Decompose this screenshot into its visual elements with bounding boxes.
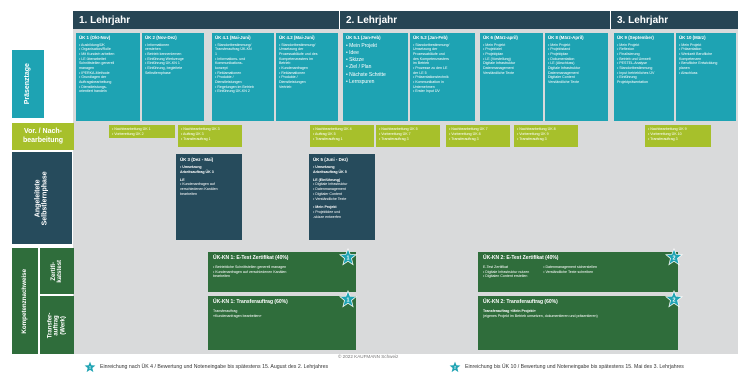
star-badge-icon: 1 [339,248,357,266]
star-badge-icon: 1 [84,361,96,373]
year-header-2: 2. Lehrjahr [340,11,610,29]
row-label-kompetenznachweise: Kompetenznachweise [12,248,38,354]
row-label-transferauftrag: Transfer- auftrag (Werk) [40,296,74,354]
uk-block-title: ÜK 4.2 (Mai-Juni) [279,35,315,40]
footnote-1-text: Einreichung nach ÜK 4 / Bewertung und No… [100,364,329,370]
star-badge-icon: 2 [665,248,683,266]
uk-block-title: ÜK 9 (September) [617,35,654,40]
kn-block-title: ÜK-KN 2: E-Test Zertifikat (40%) [483,255,559,261]
vn-block-2: • Nachbearbeitung ÜK 3• Auftrag ÜK 3• Tr… [178,125,242,147]
kn-block-title: ÜK-KN 1: Transferauftrag (60%) [213,299,288,305]
year-header-1: 1. Lehrjahr [73,11,339,29]
vn-block-7: • Nachbearbeitung ÜK 9• Vorbereitung ÜK … [645,125,711,147]
kn1-etest-block: ÜK-KN 1: E-Test Zertifikat (40%) • Betri… [208,252,356,292]
vn-block-5: • Nachbearbeitung ÜK 7• Vorbereitung ÜK … [446,125,510,147]
kn-block-title: ÜK-KN 1: E-Test Zertifikat (40%) [213,255,289,261]
svg-text:1: 1 [89,366,91,370]
svg-text:2: 2 [673,297,676,303]
svg-text:1: 1 [347,255,350,261]
vn-block-1: • Nachbearbeitung ÜK 1• Vorbereitung ÜK … [109,125,175,138]
uk-block-6: ÜK 6 (März-april) • Mein Projekt • Proje… [480,33,543,121]
uk-block-8: ÜK 8 (März-April) • Mein Projekt • Proje… [545,33,608,121]
row-label-praesenztage: Präsenztage [12,50,44,118]
uk-block-5-1: ÜK 5.1 (Jan-Feb) • Mein Projekt • Idee •… [343,33,408,121]
svg-text:2: 2 [673,255,676,261]
footnote-2-text: Einreichung bis ÜK 10 / Bewertung und No… [465,364,684,370]
copyright: © 2022 KAUFMANN Schweiz [338,354,399,359]
footnote-2: 2 Einreichung bis ÜK 10 / Bewertung und … [449,361,684,373]
star-badge-icon: 2 [449,361,461,373]
asp-block-uk5: ÜK 5 (Juni - Dez) • Umsetzung Arbeitsauf… [309,154,375,240]
uk-block-title: ÜK 6 (März-april) [483,35,518,40]
svg-text:2: 2 [454,366,456,370]
asp-block-title: ÜK 3 (Dez - Mai) [180,157,214,162]
uk-block-title: ÜK 4.1 (Mai-Juni) [215,35,251,40]
row-label-angeleitete-selbstlernphase: Angeleitete Selbstlernphase [12,152,72,244]
vn-block-4: • Nachbearbeitung ÜK 5• Vorbereitung ÜK … [376,125,440,147]
uk-block-title: ÜK 5.1 (Jan-Feb) [346,35,381,40]
uk-block-5-2: ÜK 5.2 (Jan-Feb) • Standortbestimmung/ U… [410,33,475,121]
year-header-3: 3. Lehrjahr [611,11,738,29]
uk-block-title: ÜK 5.2 (Jan-Feb) [413,35,448,40]
row-label-vor-nachbearbeitung: Vor. / Nach- bearbeitung [12,123,74,150]
uk-block-title: ÜK 8 (März-April) [548,35,584,40]
kn2-etest-block: ÜK-KN 2: E-Test Zertifikat (40%) E-Test … [478,252,678,292]
uk-block-title: ÜK 2 (Nov-Dez) [145,35,177,40]
kn-block-title: ÜK-KN 2: Transferauftrag (60%) [483,299,558,305]
uk-block-10: ÜK 10 (März) • Mein Projekt • Präsentati… [676,33,736,121]
asp-block-uk3: ÜK 3 (Dez - Mai) • Umsetzung Arbeitsauft… [176,154,242,240]
kn1-transfer-block: ÜK-KN 1: Transferauftrag (60%) Transfera… [208,296,356,350]
asp-block-title: ÜK 5 (Juni - Dez) [313,157,348,162]
uk-block-4-2: ÜK 4.2 (Mai-Juni) • Standortbestimmung/ … [276,33,338,121]
uk-block-4-1: ÜK 4.1 (Mai-Juni) • Standortbestimmung/ … [212,33,274,121]
uk-block-9: ÜK 9 (September) • Mein Projekt • Reflex… [614,33,674,121]
uk-block-1: ÜK 1 (Okt-Nov) • Ausbildung/ÜK• Organisa… [76,33,140,121]
uk-block-title: ÜK 10 (März) [679,35,706,40]
svg-text:1: 1 [347,297,350,303]
vn-block-6: • Nachbearbeitung ÜK 8• Vorbereitung ÜK … [514,125,578,147]
kn2-transfer-block: ÜK-KN 2: Transferauftrag (60%) Transfera… [478,296,678,350]
vn-block-3: • Nachbearbeitung ÜK 4• Auftrag ÜK 5• Tr… [310,125,374,147]
row-label-zertifikatstest: Zertifi- katstest [40,248,74,294]
uk-block-title: ÜK 1 (Okt-Nov) [79,35,111,40]
footnote-1: 1 Einreichung nach ÜK 4 / Bewertung und … [84,361,328,373]
uk-block-2: ÜK 2 (Nov-Dez) • Informationen verstehen… [142,33,204,121]
star-badge-icon: 1 [339,290,357,308]
star-badge-icon: 2 [665,290,683,308]
